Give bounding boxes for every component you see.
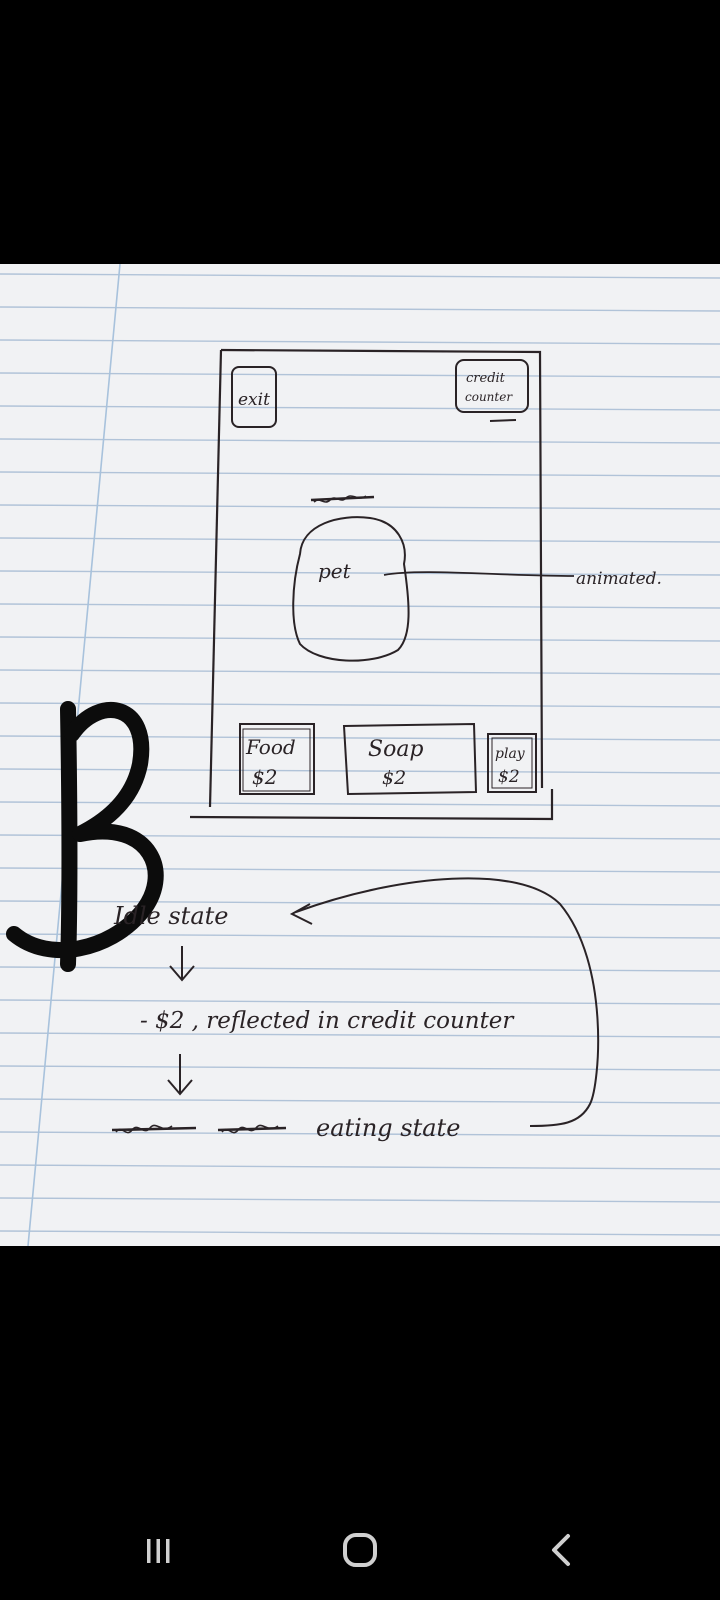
rule-line (0, 438, 720, 444)
exit-button[interactable]: exit (231, 366, 277, 428)
recent-apps-button[interactable] (128, 1520, 188, 1580)
rule-line (0, 735, 720, 741)
rule-line (0, 999, 720, 1005)
idle-state-text: Idle state (113, 902, 228, 930)
food-button[interactable]: Food $2 (239, 723, 315, 795)
rule-line (0, 966, 720, 972)
big-letter-b (6, 701, 164, 972)
home-icon (343, 1533, 377, 1567)
credit-counter-line1: credit (466, 371, 506, 386)
rule-line (0, 636, 720, 642)
rule-line (0, 1131, 720, 1137)
back-button[interactable] (532, 1520, 592, 1580)
play-label: play (495, 746, 526, 762)
rule-line (0, 471, 720, 477)
rule-line (0, 1032, 720, 1038)
exit-label: exit (238, 390, 270, 410)
food-price: $2 (252, 765, 277, 789)
charge-text: - $2 , reflected in credit counter (140, 1008, 515, 1034)
credit-counter: credit counter (455, 359, 529, 422)
notebook-photo: exit credit counter pet animated. Food $… (0, 264, 720, 1246)
rule-line (0, 867, 720, 873)
rule-line (0, 273, 720, 279)
rule-line (0, 405, 720, 411)
animated-label: animated. (576, 569, 662, 589)
rule-line (0, 603, 720, 609)
paper (0, 264, 720, 1246)
pet-label: pet (318, 559, 352, 583)
rule-line (0, 306, 720, 312)
pet: pet (292, 516, 410, 662)
rule-line (0, 1065, 720, 1071)
screen-frame (189, 348, 554, 821)
rule-line (0, 372, 720, 378)
soap-price: $2 (382, 767, 406, 789)
back-icon (552, 1534, 570, 1566)
struck-out-words (111, 1124, 287, 1134)
rule-line (0, 537, 720, 543)
ruled-lines (0, 273, 720, 1236)
eating-state-text: eating state (316, 1114, 460, 1142)
credit-counter-line2: counter (465, 390, 513, 404)
rule-line (0, 900, 720, 906)
android-navigation-bar (0, 1500, 720, 1600)
rule-line (0, 570, 720, 576)
rule-line (0, 768, 720, 774)
struck-out-word (310, 495, 375, 503)
rule-line (0, 1197, 720, 1203)
soap-button[interactable]: Soap $2 (342, 722, 478, 796)
rule-line (0, 1098, 720, 1104)
soap-label: Soap (368, 737, 424, 762)
animated-annotation: animated. (383, 569, 662, 589)
rule-line (0, 1230, 720, 1236)
recent-apps-icon (147, 1539, 170, 1563)
rule-line (0, 669, 720, 675)
play-button[interactable]: play $2 (487, 733, 537, 793)
state-flow: Idle state - $2 , reflected in credit co… (111, 877, 600, 1142)
rule-line (0, 339, 720, 345)
food-label: Food (245, 735, 296, 759)
rule-line (0, 1164, 720, 1170)
home-button[interactable] (330, 1520, 390, 1580)
rule-line (0, 504, 720, 510)
play-price: $2 (498, 767, 520, 787)
